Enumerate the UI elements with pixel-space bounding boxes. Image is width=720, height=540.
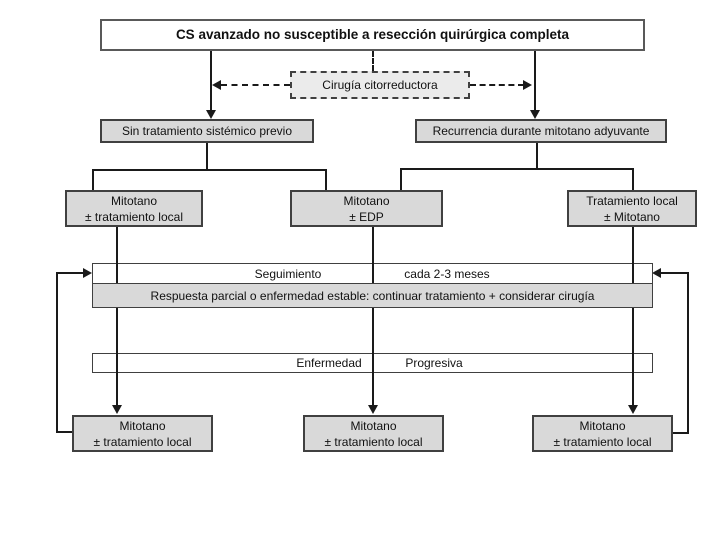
bottom-middle-node: Mitotano ± tratamiento local bbox=[303, 415, 444, 452]
recurrence-node: Recurrencia durante mitotano adyuvante bbox=[415, 119, 667, 143]
arrow-root-to-no-prior-line bbox=[210, 51, 212, 111]
arrow-root-to-recurrence-line bbox=[534, 51, 536, 111]
cytoreduction-node: Cirugía citorreductora bbox=[290, 71, 470, 99]
followup-label-right: cada 2-3 meses bbox=[404, 266, 490, 281]
connector-recurrence-crossbar bbox=[400, 168, 634, 170]
progressive-disease-label-left: Enfermedad bbox=[296, 356, 362, 370]
arrow-middle-column-head bbox=[368, 405, 378, 414]
feedback-right-vertical-segment bbox=[687, 272, 689, 434]
local-mitotane-node: Tratamiento local ± Mitotano bbox=[567, 190, 697, 227]
root-node-label: CS avanzado no susceptible a resección q… bbox=[175, 27, 570, 42]
root-node: CS avanzado no susceptible a resección q… bbox=[100, 19, 645, 51]
partial-response-bar: Respuesta parcial o enfermedad estable: … bbox=[92, 283, 653, 308]
bottom-middle-line2: ± tratamiento local bbox=[324, 434, 423, 449]
arrow-middle-column-line bbox=[372, 227, 374, 406]
connector-no-prior-crossbar bbox=[92, 169, 327, 171]
bottom-left-node: Mitotano ± tratamiento local bbox=[72, 415, 213, 452]
dashed-arrow-left-line bbox=[221, 84, 290, 86]
bottom-left-line1: Mitotano bbox=[119, 418, 166, 433]
bottom-right-line2: ± tratamiento local bbox=[553, 434, 652, 449]
mitotane-edp-line2: ± EDP bbox=[349, 209, 384, 224]
arrow-left-column-head bbox=[112, 405, 122, 414]
feedback-left-bottom-segment bbox=[57, 431, 72, 433]
bottom-right-line1: Mitotano bbox=[579, 418, 626, 433]
mitotane-local-line2: ± tratamiento local bbox=[85, 209, 183, 224]
dashed-arrow-left-head bbox=[212, 80, 221, 90]
connector-no-prior-drop-left bbox=[92, 169, 94, 190]
local-mitotane-line1: Tratamiento local bbox=[586, 193, 678, 208]
feedback-right-arrow-head bbox=[652, 268, 661, 278]
recurrence-label: Recurrencia durante mitotano adyuvante bbox=[432, 124, 650, 138]
mitotane-edp-line1: Mitotano bbox=[343, 193, 390, 208]
feedback-right-bottom-segment bbox=[673, 432, 689, 434]
feedback-left-vertical-segment bbox=[56, 272, 58, 433]
dashed-arrow-right-line bbox=[470, 84, 524, 86]
bottom-right-node: Mitotano ± tratamiento local bbox=[532, 415, 673, 452]
dashed-line-root-to-cytoreduction bbox=[372, 51, 374, 71]
local-mitotane-line2: ± Mitotano bbox=[604, 209, 660, 224]
no-prior-treatment-node: Sin tratamiento sistémico previo bbox=[100, 119, 314, 143]
mitotane-local-node: Mitotano ± tratamiento local bbox=[65, 190, 203, 227]
mitotane-edp-node: Mitotano ± EDP bbox=[290, 190, 443, 227]
followup-label-left: Seguimiento bbox=[254, 266, 322, 281]
arrow-right-column-line bbox=[632, 227, 634, 406]
arrow-left-column-line bbox=[116, 227, 118, 406]
connector-recurrence-drop-right bbox=[632, 168, 634, 190]
bottom-middle-line1: Mitotano bbox=[350, 418, 397, 433]
arrow-right-column-head bbox=[628, 405, 638, 414]
connector-recurrence-drop-left bbox=[400, 168, 402, 190]
dashed-arrow-right-head bbox=[523, 80, 532, 90]
feedback-left-top-segment bbox=[57, 272, 84, 274]
no-prior-treatment-label: Sin tratamiento sistémico previo bbox=[121, 124, 293, 138]
arrow-root-to-no-prior-head bbox=[206, 110, 216, 119]
connector-no-prior-stem bbox=[206, 143, 208, 170]
connector-recurrence-stem bbox=[536, 143, 538, 169]
mitotane-local-line1: Mitotano bbox=[110, 193, 158, 208]
arrow-root-to-recurrence-head bbox=[530, 110, 540, 119]
cytoreduction-node-label: Cirugía citorreductora bbox=[322, 78, 438, 92]
feedback-right-top-segment bbox=[661, 272, 688, 274]
connector-no-prior-drop-right bbox=[325, 169, 327, 190]
partial-response-label: Respuesta parcial o enfermedad estable: … bbox=[150, 288, 595, 303]
feedback-left-arrow-head bbox=[83, 268, 92, 278]
progressive-disease-label-right: Progresiva bbox=[405, 356, 463, 370]
bottom-left-line2: ± tratamiento local bbox=[93, 434, 192, 449]
